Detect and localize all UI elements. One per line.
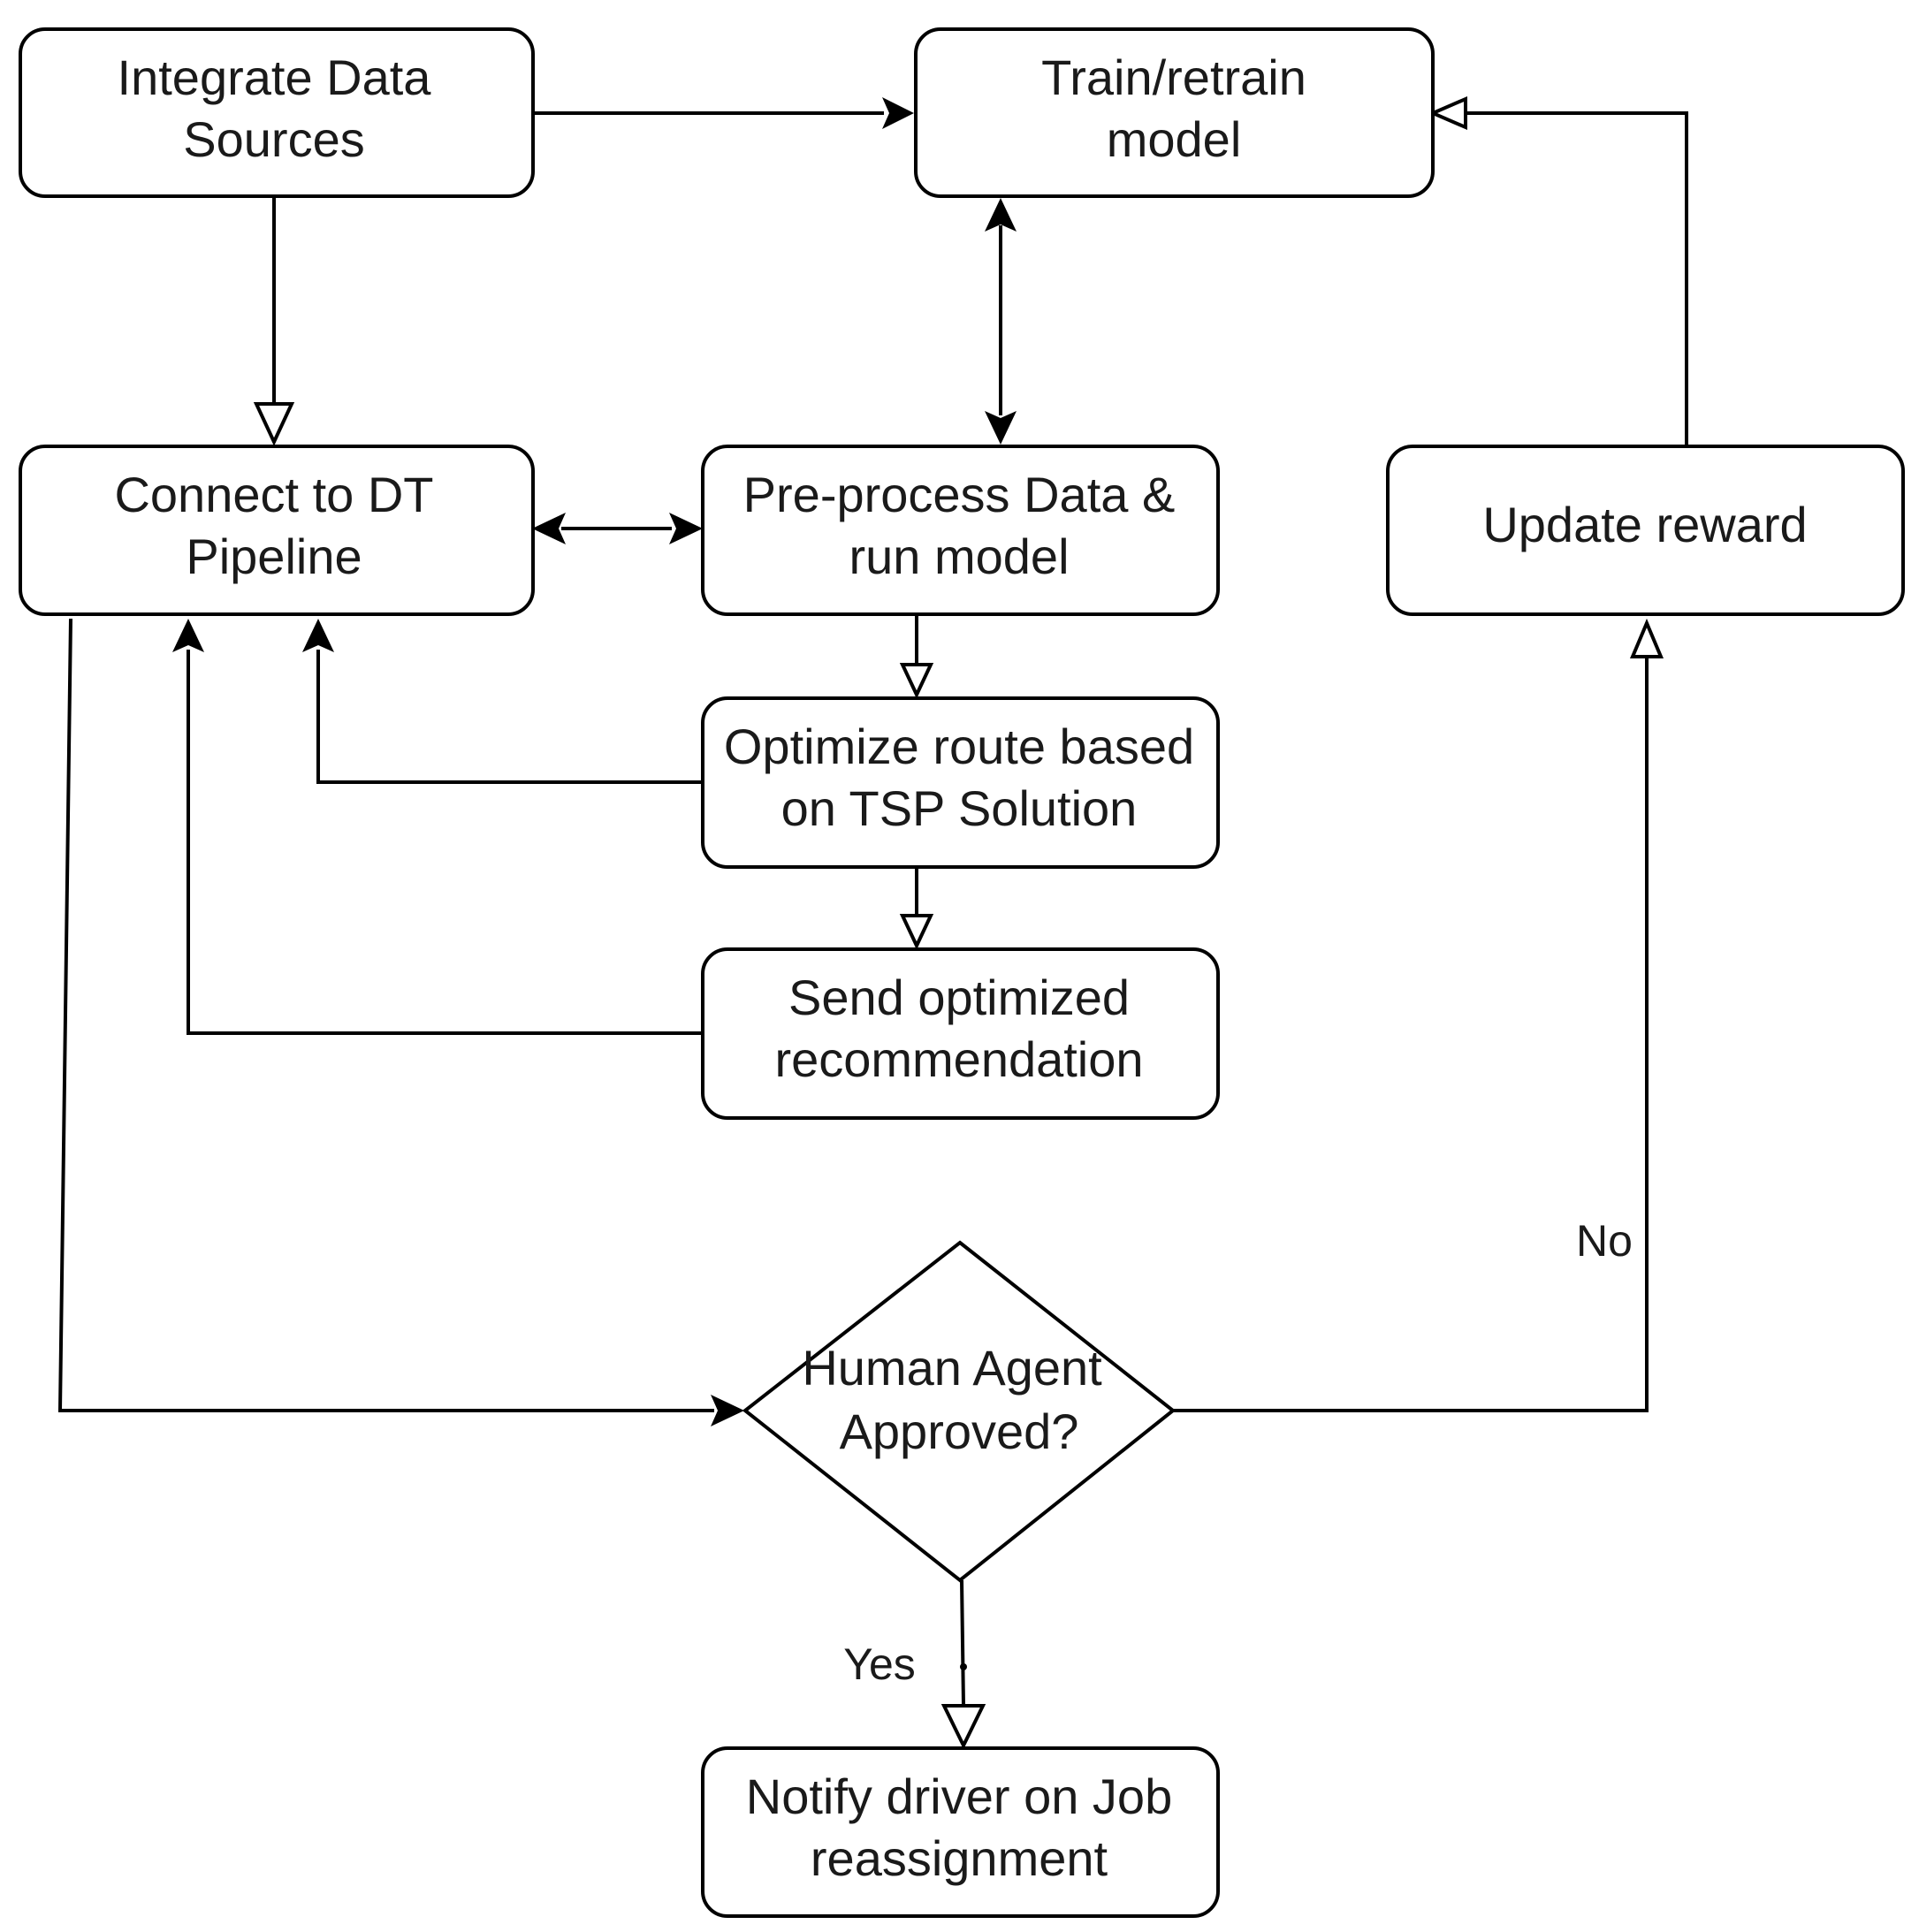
edge-connect-preprocess-bidirectional [532,513,703,544]
arrowhead-filled-icon [302,619,334,652]
node-label-line: on TSP Solution [781,780,1138,836]
node-label-line: Pre-process Data & [743,467,1176,522]
edge-connect-to-decision [57,618,744,1426]
junction-dot [960,1663,967,1670]
arrowhead-hollow-icon [1629,618,1664,658]
node-label-line: model [1107,111,1242,167]
node-label-line: recommendation [774,1031,1143,1087]
arrowhead-filled-icon [711,1395,744,1426]
edge-send-to-connect [172,619,703,1035]
edge-train-preprocess-bidirectional [985,198,1017,445]
arrowhead-filled-icon [532,513,566,544]
arrowhead-filled-icon [985,411,1017,445]
edge-label-yes: Yes [843,1639,916,1689]
node-label-line: Train/retrain [1041,49,1306,105]
arrowhead-hollow-icon [1428,95,1467,131]
edge-integrate-to-connect [253,196,295,446]
node-label-line: Integrate Data [118,49,432,105]
arrowhead-filled-icon [669,513,703,544]
node-human-agent-approved-decision[interactable]: Human Agent Approved? [742,1240,1177,1583]
node-integrate-data-sources[interactable]: Integrate Data Sources [19,27,535,198]
arrowhead-hollow-icon [940,1704,986,1750]
arrowhead-filled-icon [882,97,914,129]
node-label-line: reassignment [811,1830,1108,1886]
edge-preprocess-to-optimize [899,614,934,699]
node-preprocess-run-model[interactable]: Pre-process Data & run model [701,445,1220,616]
node-optimize-route[interactable]: Optimize route based on TSP Solution [701,696,1220,869]
node-connect-dt-pipeline[interactable]: Connect to DT Pipeline [19,445,535,616]
edge-update-to-train [1428,95,1688,445]
arrowhead-hollow-icon [253,402,295,446]
edge-decision-to-update-no [1173,618,1664,1412]
node-label-line: Update reward [1482,497,1807,552]
node-label-line: Sources [183,111,364,167]
edge-optimize-to-send [899,867,934,950]
arrowhead-hollow-icon [899,914,934,950]
arrowhead-hollow-icon [899,663,934,699]
edge-decision-to-notify-yes [940,1579,986,1750]
edge-label-no: No [1576,1216,1633,1266]
node-label-line: Optimize route based [724,719,1194,774]
edge-optimize-to-connect [302,619,703,784]
node-send-optimized-recommendation[interactable]: Send optimized recommendation [701,947,1220,1120]
node-label-line: Send optimized [788,970,1130,1025]
node-label-line: Connect to DT [114,467,433,522]
node-label-line: run model [849,529,1069,584]
node-label-line: Approved? [840,1403,1079,1459]
node-label-line: Human Agent [802,1340,1102,1396]
arrowhead-filled-icon [172,619,204,652]
arrowhead-filled-icon [985,198,1017,232]
node-notify-driver[interactable]: Notify driver on Job reassignment [701,1746,1220,1918]
node-update-reward[interactable]: Update reward [1386,445,1905,616]
node-label-line: Notify driver on Job [746,1768,1172,1824]
edge-integrate-to-train [533,97,914,129]
node-label-line: Pipeline [186,529,362,584]
node-train-retrain-model[interactable]: Train/retrain model [914,27,1435,198]
